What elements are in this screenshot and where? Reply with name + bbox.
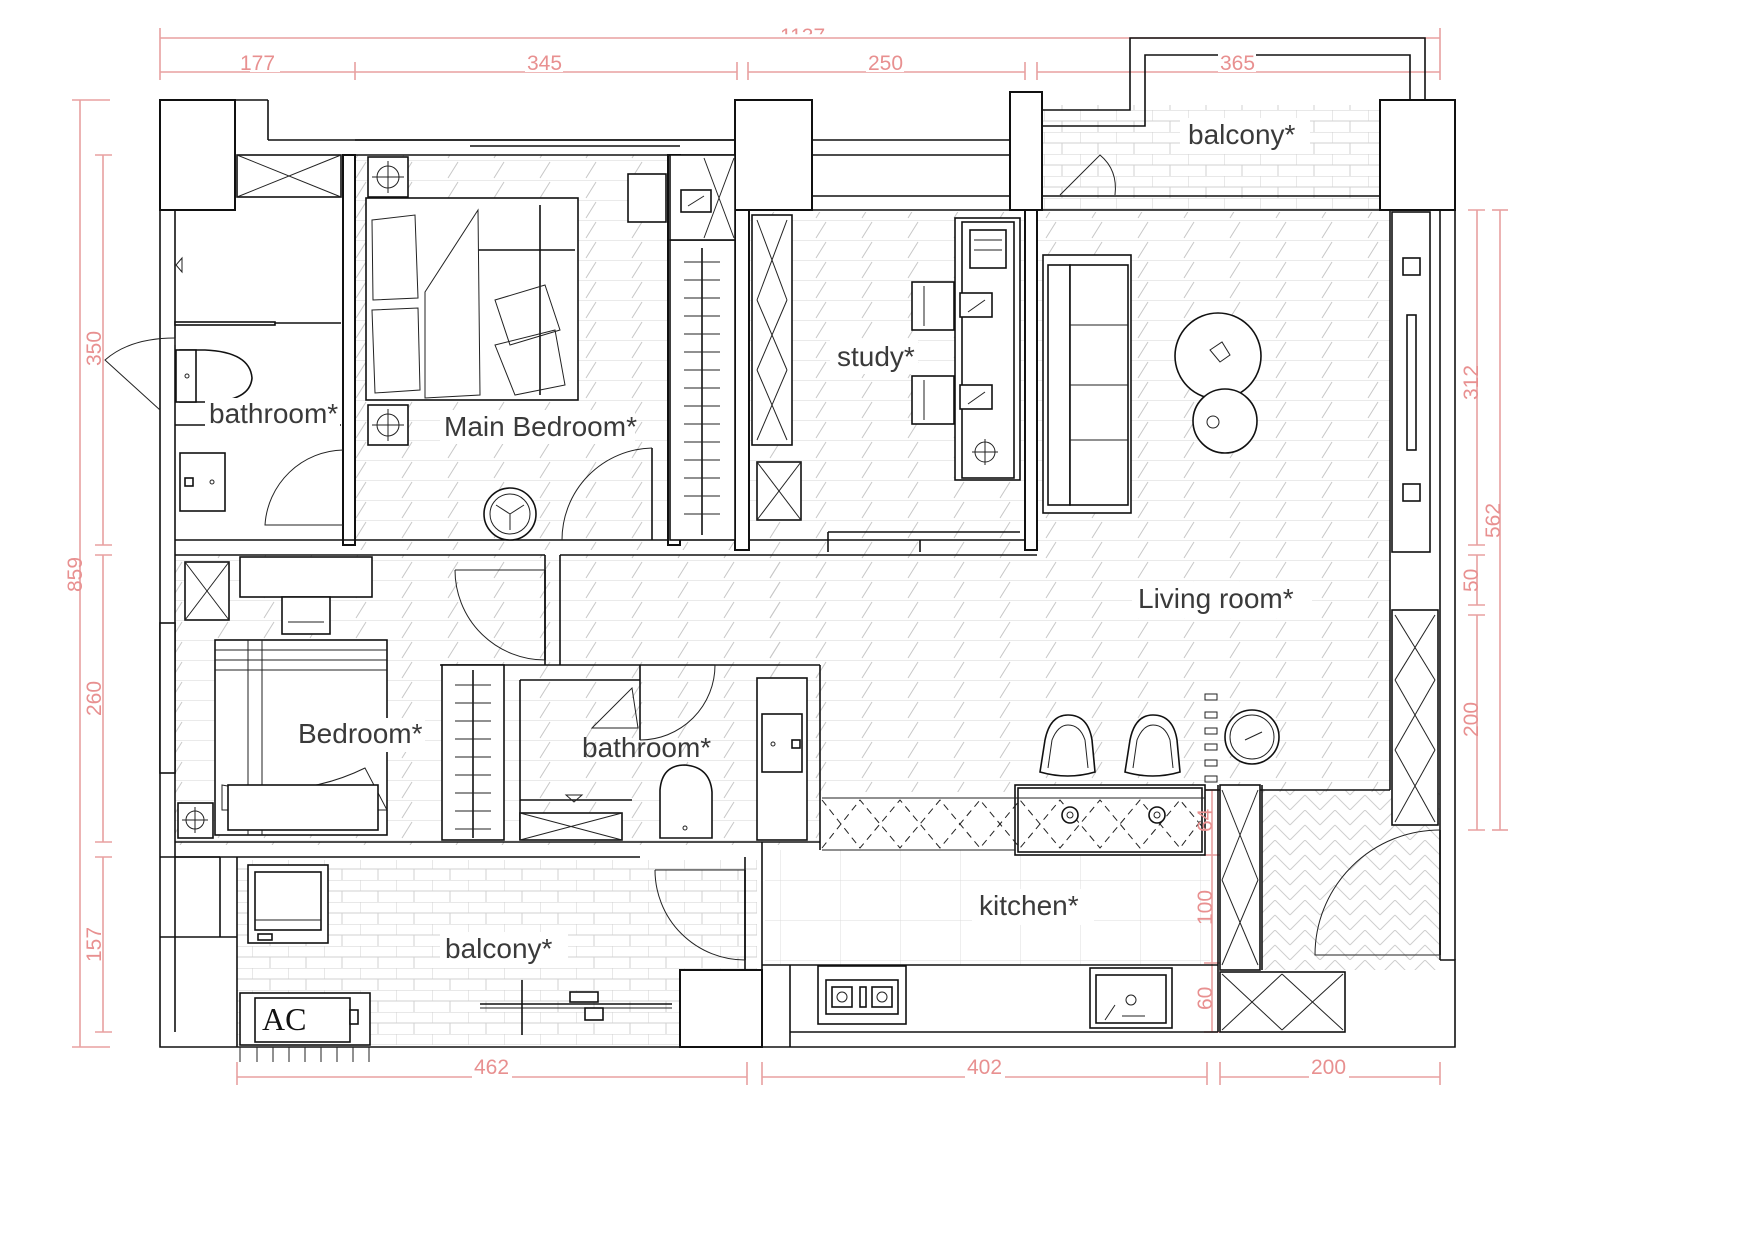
study-desk <box>827 217 1021 552</box>
label-backgrounds <box>205 50 1349 1080</box>
bicycle <box>480 980 672 1035</box>
storage-cabinets <box>184 154 1439 1033</box>
room-label-kitchen: kitchen* <box>979 890 1079 921</box>
dim-left-overall: 859 <box>64 557 87 592</box>
ac-unit <box>239 992 371 1062</box>
dim-left-1: 350 <box>83 331 106 366</box>
dim-left-2: 260 <box>83 681 106 716</box>
dim-right-2: 50 <box>1460 569 1483 592</box>
kitchen-appliances <box>817 965 1173 1029</box>
wardrobe-main <box>669 239 736 541</box>
room-label-balcony-top: balcony* <box>1188 119 1296 150</box>
kitchen-counter <box>821 784 1206 856</box>
room-label-study: study* <box>837 341 915 372</box>
dim-right-3: 200 <box>1460 702 1483 737</box>
room-label-balcony-bottom: balcony* <box>445 933 553 964</box>
room-label-main-bedroom: Main Bedroom* <box>444 411 637 442</box>
main-bathroom-fixtures <box>174 256 341 512</box>
dim-top-3: 250 <box>868 52 903 75</box>
dim-left-3: 157 <box>83 927 106 962</box>
nightstand-lamps <box>367 156 409 446</box>
washing-machine <box>247 864 329 944</box>
dim-kitchen-3: 60 <box>1194 987 1217 1010</box>
sofa <box>1042 254 1132 514</box>
dim-right-inner: 562 <box>1482 503 1505 538</box>
dim-top-1: 177 <box>240 52 275 75</box>
main-bedroom-chair <box>627 173 712 223</box>
ac-label: AC <box>262 1001 306 1037</box>
room-label-bathroom-second: bathroom* <box>582 732 711 763</box>
dim-right-1: 312 <box>1460 365 1483 400</box>
ceiling-fan <box>483 487 537 541</box>
dim-bottom-1: 462 <box>474 1056 509 1079</box>
room-label-bathroom-main: bathroom* <box>209 398 338 429</box>
doors <box>104 154 1441 961</box>
room-label-bedroom: Bedroom* <box>298 718 423 749</box>
dim-bottom-3: 200 <box>1311 1056 1346 1079</box>
room-label-living-room: Living room* <box>1138 583 1294 614</box>
dim-top-overall: 1137 <box>780 25 825 48</box>
dim-bottom-2: 402 <box>967 1056 1002 1079</box>
dim-top-2: 345 <box>527 52 562 75</box>
main-bed <box>365 197 579 401</box>
second-bathroom-fixtures <box>519 677 808 841</box>
bedroom-desk <box>239 556 373 635</box>
dim-top-4: 365 <box>1220 52 1255 75</box>
dim-kitchen-2: 100 <box>1194 890 1217 925</box>
wardrobe-bedroom <box>441 664 505 841</box>
coffee-tables <box>1174 312 1262 454</box>
bar-stools <box>1039 693 1280 783</box>
dim-kitchen-1: 64 <box>1194 808 1217 832</box>
